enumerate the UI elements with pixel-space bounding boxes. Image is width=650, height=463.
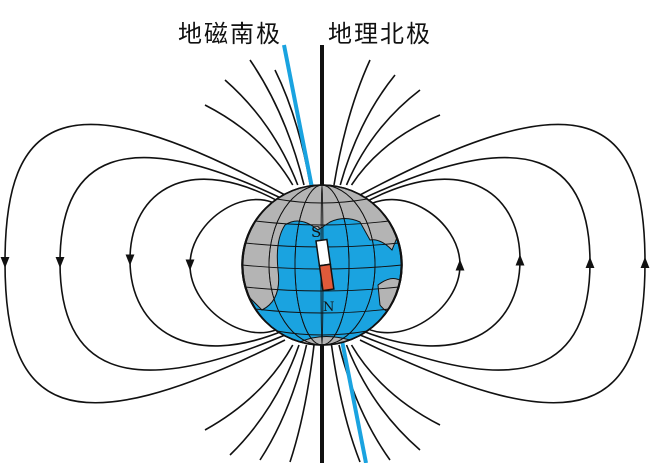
- parallel: [255, 220, 389, 226]
- parallel: [245, 286, 399, 292]
- field-line-top: [204, 104, 294, 186]
- field-line-bottom: [350, 344, 441, 426]
- field-line-bottom: [338, 344, 391, 461]
- field-line-top: [339, 74, 396, 186]
- field-line-top: [345, 89, 421, 186]
- magnet-s-label: S: [311, 223, 321, 241]
- field-line-bottom: [289, 344, 315, 463]
- land-antarctica: [288, 336, 362, 345]
- bar-magnet: [315, 238, 335, 292]
- field-line-bottom: [345, 344, 421, 451]
- land-australia: [377, 278, 402, 314]
- field-line-bottom: [259, 344, 308, 461]
- parallel: [276, 330, 368, 336]
- geographic-north-pole-label: 地理北极: [328, 20, 432, 48]
- field-line-top: [224, 79, 299, 186]
- field-line-bottom: [204, 344, 294, 431]
- land-africa-eurasia: [242, 185, 401, 311]
- field-line-left: [55, 156, 286, 371]
- field-line-left: [0, 123, 286, 404]
- field-line-top: [350, 114, 441, 186]
- magnetic-south-pole-label: 地磁南极: [178, 20, 282, 48]
- field-line-bottom: [229, 344, 300, 456]
- field-line-left: [125, 178, 286, 347]
- field-line-right: [359, 198, 465, 334]
- magnet-n-label: N: [323, 300, 334, 315]
- meridian: [268, 185, 376, 345]
- field-line-right: [359, 123, 650, 404]
- field-line-left: [185, 198, 286, 334]
- field-line-right: [359, 178, 525, 347]
- field-line-right: [359, 156, 595, 371]
- parallel: [276, 198, 368, 204]
- field-line-top: [333, 59, 371, 186]
- field-lines: [0, 59, 650, 463]
- meridian: [294, 185, 350, 345]
- parallel: [255, 308, 389, 314]
- field-line-top: [249, 59, 305, 186]
- field-line-bottom: [330, 344, 361, 463]
